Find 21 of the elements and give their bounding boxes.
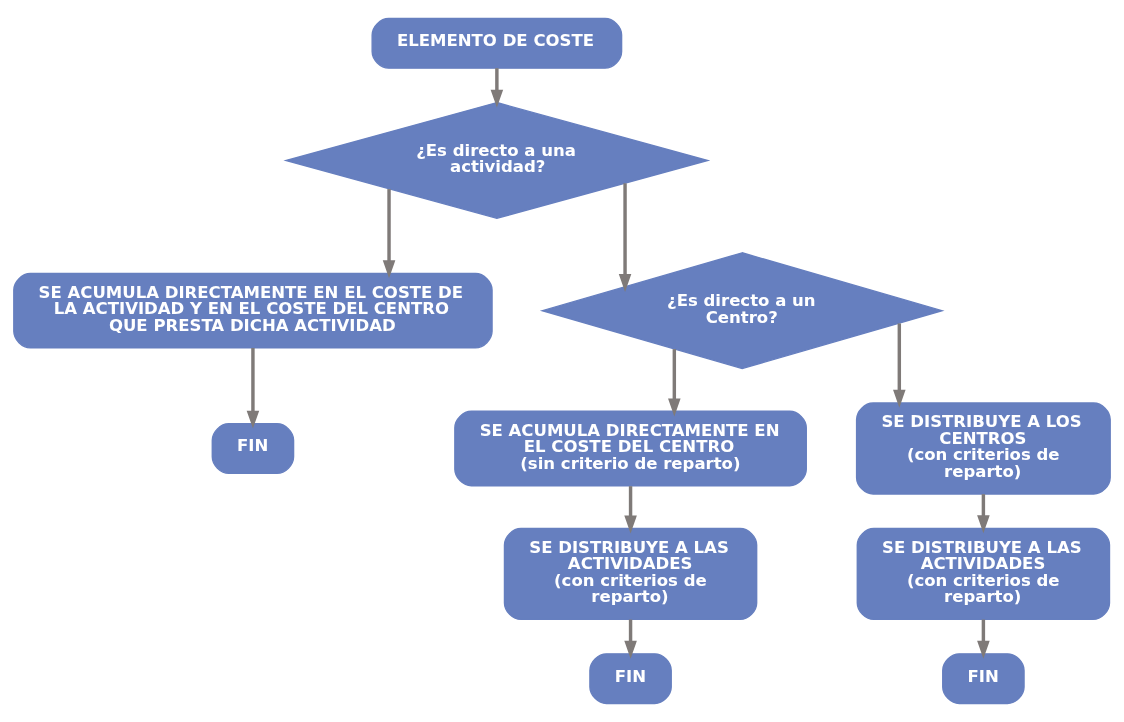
- node-box: SE DISTRIBUYE A LAS ACTIVIDADES (con criterios de reparto): [856, 527, 1111, 621]
- arrow: [490, 68, 504, 108]
- arrow: [382, 189, 396, 279]
- node-box: ELEMENTO DE COSTE: [371, 17, 623, 69]
- arrow: [977, 619, 990, 659]
- node-box: FIN: [589, 653, 672, 705]
- node-box: FIN: [211, 423, 295, 474]
- arrow: [668, 349, 681, 417]
- arrow: [977, 494, 990, 534]
- arrow: [624, 486, 637, 534]
- node-box: SE ACUMULA DIRECTAMENTE EN EL COSTE DE LA ACTIVIDAD Y EN EL COSTE DEL CENTRO QUE PRESTA DICHA ACTIVIDAD: [13, 272, 493, 349]
- node-box: SE DISTRIBUYE A LAS ACTIVIDADES (con criterios de reparto): [503, 527, 758, 621]
- node-diamond: ¿Es directo a un Centro?: [539, 252, 945, 370]
- node-box: SE ACUMULA DIRECTAMENTE EN EL COSTE DEL CENTRO (sin criterio de reparto): [454, 410, 807, 487]
- arrow: [618, 183, 632, 292]
- node-diamond: ¿Es directo a una actividad?: [283, 101, 711, 220]
- arrow: [624, 619, 637, 659]
- node-box: SE DISTRIBUYE A LOS CENTROS (con criterios de reparto): [855, 402, 1111, 495]
- arrow: [893, 323, 906, 408]
- node-box: FIN: [942, 653, 1025, 705]
- arrow: [246, 348, 260, 429]
